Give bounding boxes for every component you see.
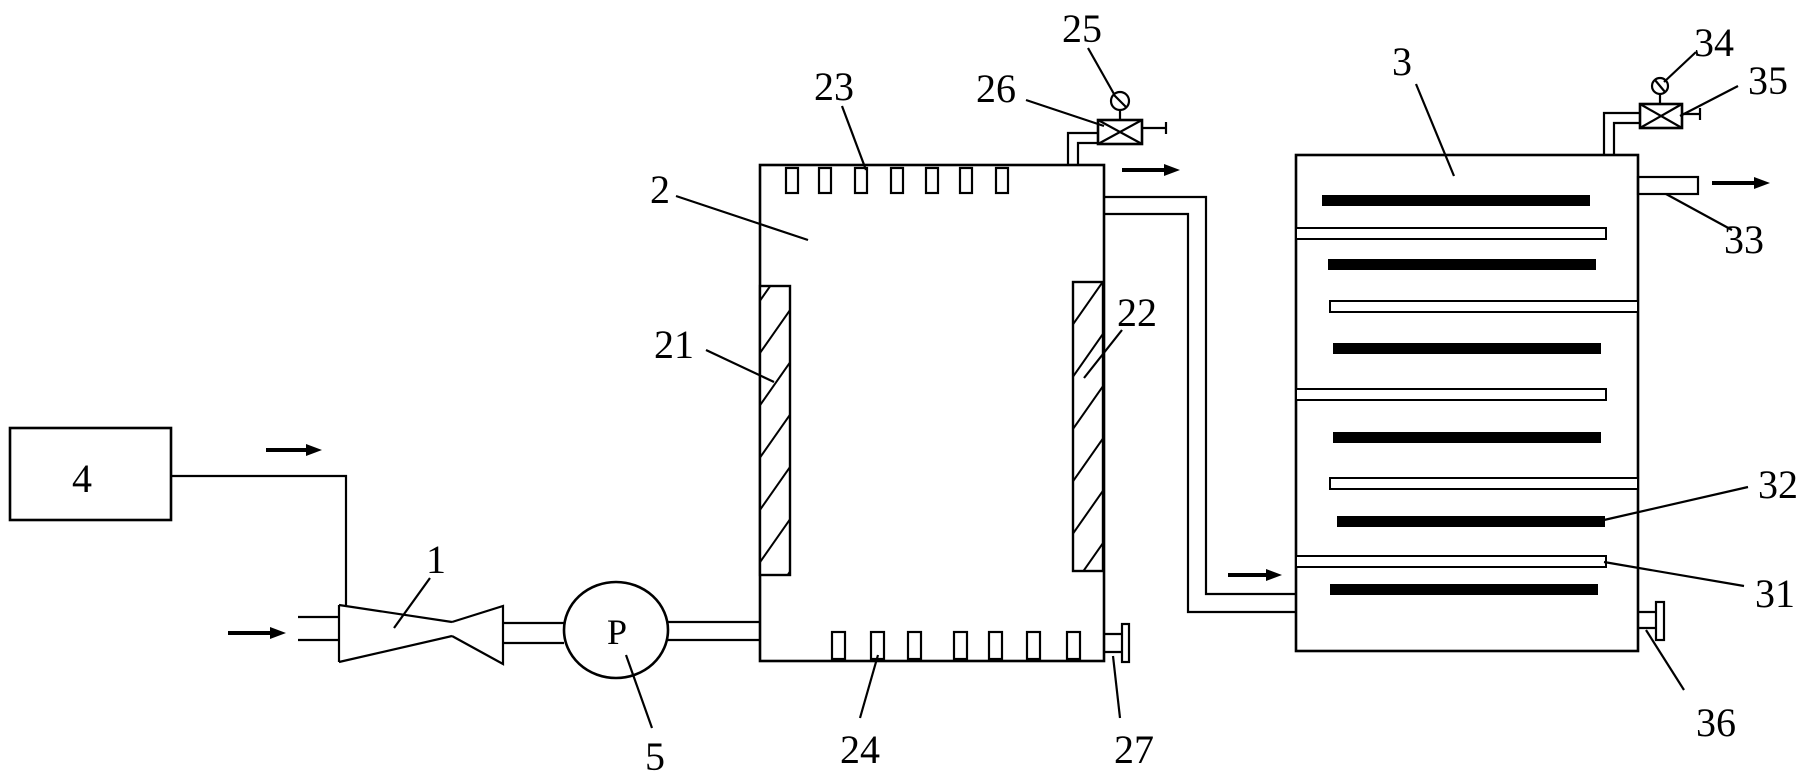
label-24: 24: [840, 727, 880, 772]
bottom-nozzles-24: [830, 630, 1082, 661]
label-36: 36: [1696, 700, 1736, 745]
label-25: 25: [1062, 6, 1102, 51]
top-nozzles-23: [784, 166, 1010, 195]
label-22: 22: [1117, 290, 1157, 335]
leader-32: [1603, 485, 1749, 522]
valve-35: [1638, 102, 1702, 130]
flow-arrow-outlet-33: [1712, 177, 1770, 189]
leader-35: [1679, 85, 1739, 117]
label-1: 1: [426, 537, 446, 582]
pipe-4-to-venturi: [171, 474, 348, 605]
leader-2: [675, 194, 809, 242]
pump-5: P: [562, 580, 670, 680]
leader-27: [1111, 655, 1122, 719]
label-2: 2: [650, 167, 670, 212]
box-4: 4: [8, 426, 173, 522]
vent-pipe-3: [1602, 111, 1640, 155]
label-5: 5: [645, 734, 665, 779]
plates-32: [1322, 195, 1605, 595]
label-23: 23: [814, 64, 854, 109]
label-34: 34: [1694, 20, 1734, 65]
gauge-34: [1650, 76, 1670, 104]
label-31: 31: [1755, 571, 1795, 616]
venturi-1: [298, 603, 564, 666]
drain-valve-27: [1104, 622, 1131, 664]
leader-24: [858, 654, 880, 719]
electrode-22: [1071, 280, 1105, 573]
gauge-25: [1109, 90, 1131, 120]
label-4: 4: [72, 456, 92, 501]
leader-34: [1663, 51, 1697, 83]
leader-22: [1083, 329, 1123, 379]
outlet-33: [1636, 175, 1700, 196]
label-26: 26: [976, 66, 1016, 111]
flow-arrow-inlet: [228, 627, 286, 639]
tank-3: [1294, 153, 1640, 653]
leader-23: [840, 105, 868, 171]
leader-3: [1414, 83, 1456, 177]
label-3: 3: [1392, 39, 1412, 84]
drain-valve-36: [1638, 600, 1666, 642]
leader-31: [1603, 560, 1745, 588]
leader-21: [705, 349, 775, 383]
leader-26: [1025, 98, 1105, 128]
label-35: 35: [1748, 58, 1788, 103]
pump-letter: P: [607, 612, 627, 652]
label-32: 32: [1758, 462, 1798, 507]
leader-36: [1645, 629, 1685, 691]
leader-33: [1665, 193, 1733, 231]
label-27: 27: [1114, 727, 1154, 772]
flow-arrow-to-3: [1228, 569, 1282, 581]
pipe-2-to-3: [1104, 195, 1296, 596]
label-21: 21: [654, 322, 694, 367]
vent-pipe-2: [1066, 131, 1098, 165]
tank-2: [758, 163, 1106, 663]
flow-arrow-gas-2: [1122, 164, 1180, 176]
flow-arrow-top-left: [266, 444, 322, 456]
electrode-21: [758, 284, 792, 577]
valve-26: [1096, 118, 1168, 146]
leader-1: [393, 577, 431, 629]
leader-25: [1087, 47, 1115, 95]
leader-5: [624, 654, 654, 729]
label-33: 33: [1724, 217, 1764, 262]
